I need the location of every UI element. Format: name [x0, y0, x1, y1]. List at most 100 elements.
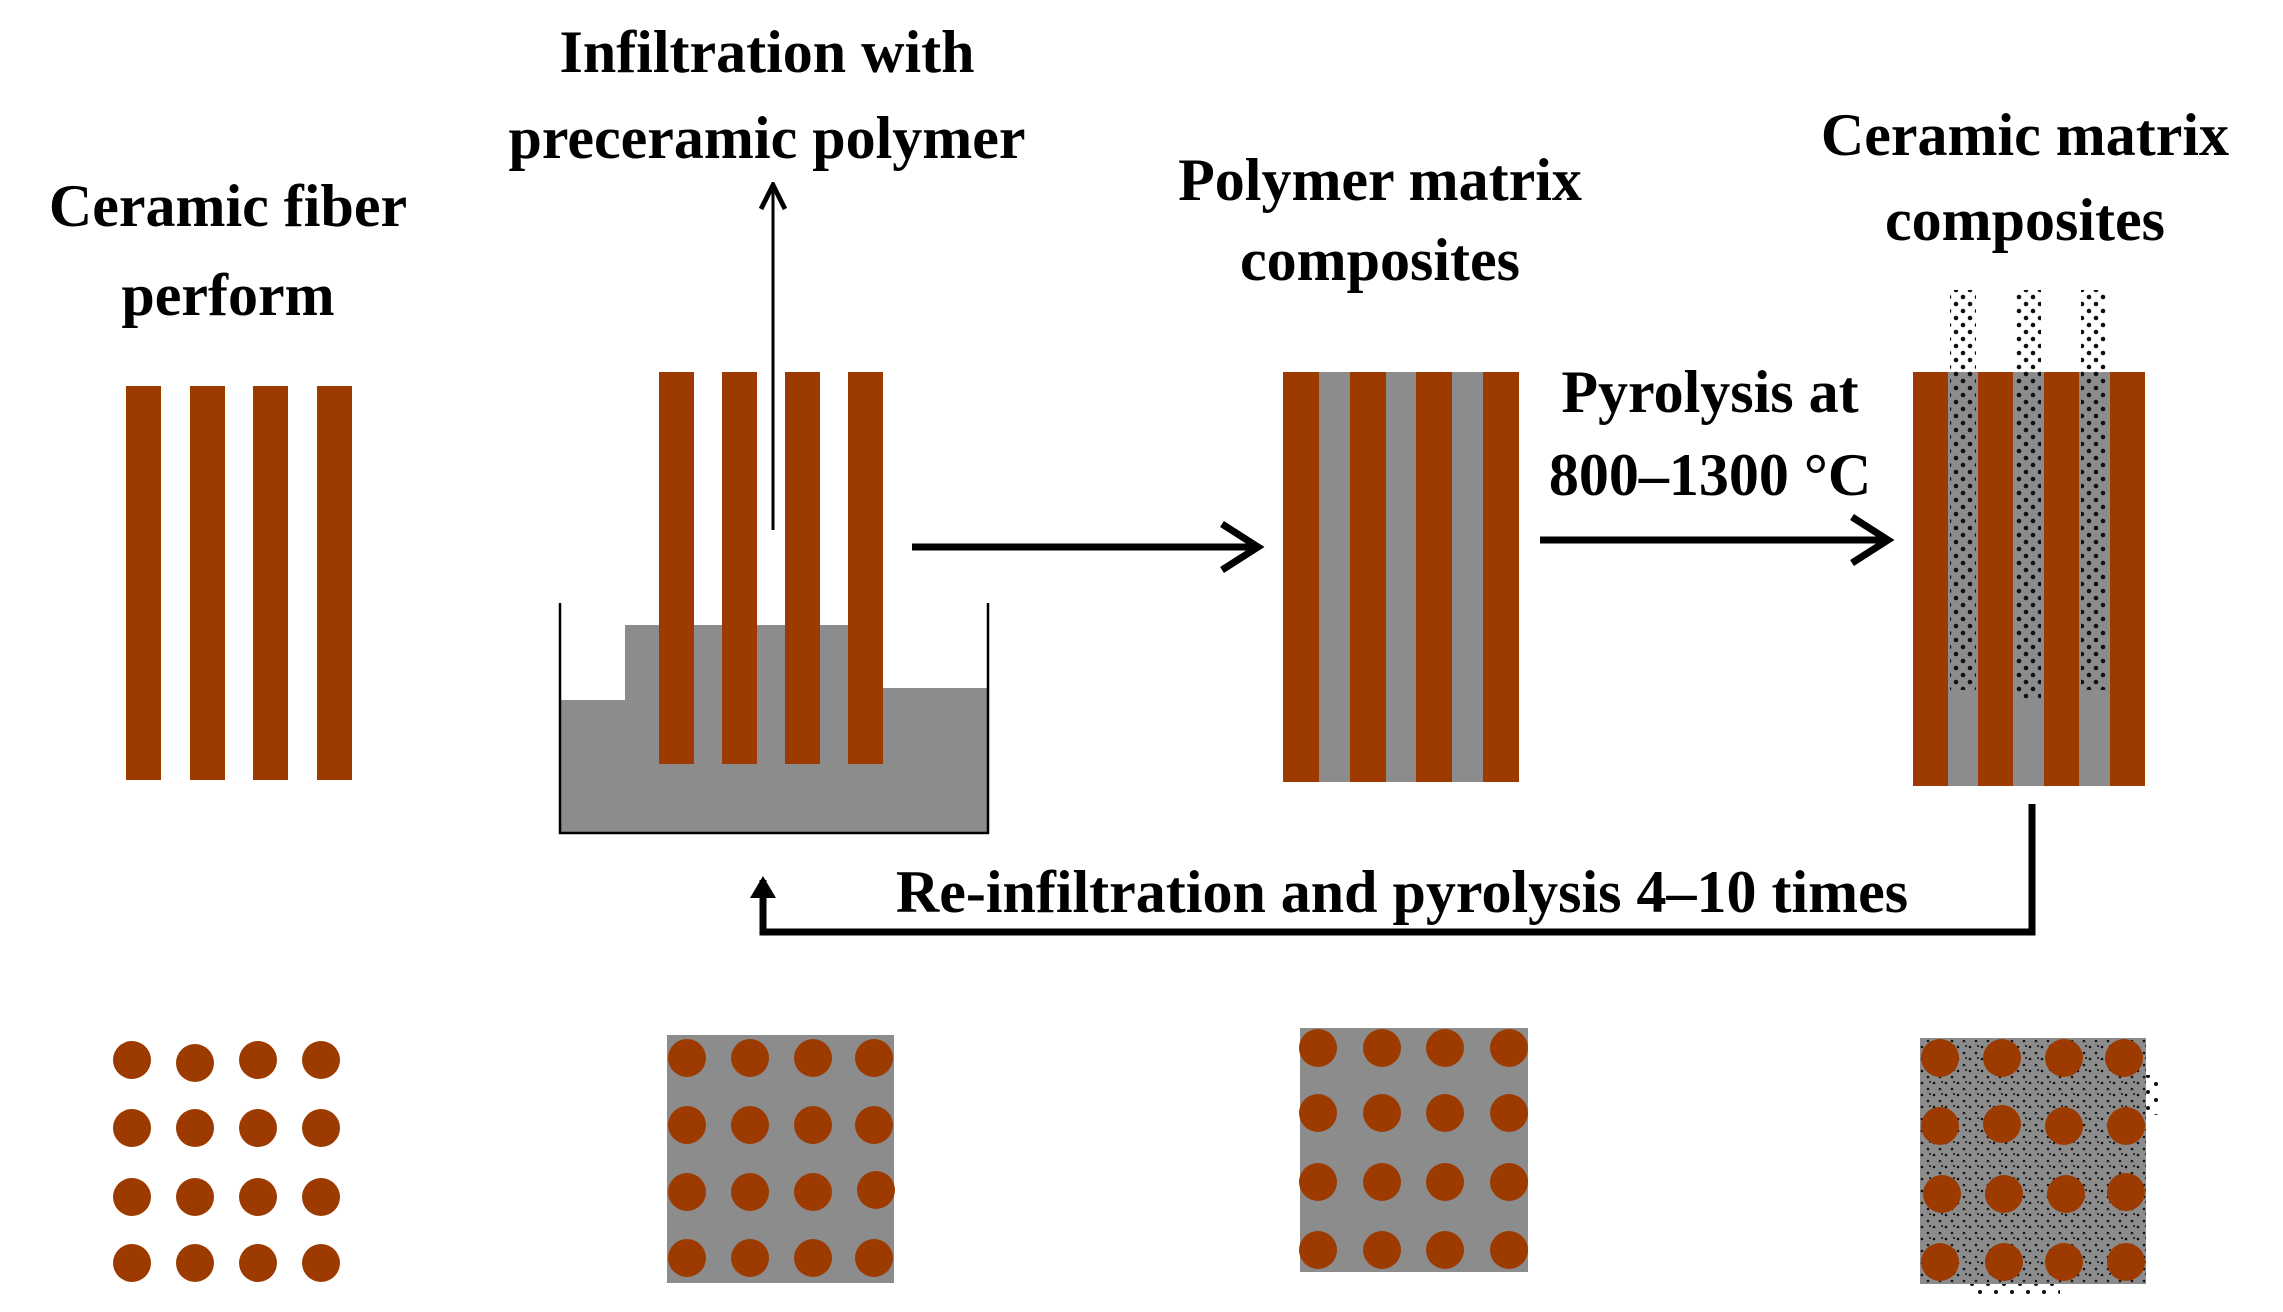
fiber-section [1299, 1029, 1337, 1067]
fiber-section [1490, 1231, 1528, 1269]
fiber [722, 372, 757, 764]
fiber-section [1363, 1029, 1401, 1067]
fiber-section [302, 1244, 340, 1282]
fiber-section [857, 1171, 895, 1209]
fiber-section [1983, 1105, 2021, 1143]
cross-section-pmc [1299, 1028, 1528, 1272]
preform-fibers [126, 386, 352, 780]
fiber-section [176, 1178, 214, 1216]
fiber-section [2107, 1243, 2145, 1281]
fiber-section [1363, 1231, 1401, 1269]
label-preform-line2: perform [121, 262, 334, 328]
fiber [2110, 372, 2145, 786]
fiber [126, 386, 161, 780]
fiber [659, 372, 694, 764]
fiber [1483, 372, 1519, 782]
fiber [1350, 372, 1386, 782]
fiber-section [2045, 1107, 2083, 1145]
fiber-section [668, 1173, 706, 1211]
fiber-section [113, 1041, 151, 1079]
fiber-section [302, 1109, 340, 1147]
fiber-section [668, 1106, 706, 1144]
label-preform-line1: Ceramic fiber [49, 173, 407, 239]
fiber-section [794, 1173, 832, 1211]
fiber-section [176, 1109, 214, 1147]
ceramic-residue-texture [1920, 1038, 2146, 1284]
fiber-section [113, 1244, 151, 1282]
fiber [785, 372, 820, 764]
cross-section-infiltrated [667, 1035, 895, 1283]
fiber-section [1490, 1163, 1528, 1201]
fiber-section [302, 1178, 340, 1216]
fiber [1913, 372, 1948, 786]
label-infiltration-line2: preceramic polymer [508, 105, 1025, 171]
fiber-section [2105, 1039, 2143, 1077]
fiber-section [1921, 1243, 1959, 1281]
fiber-section [1363, 1094, 1401, 1132]
reinfiltration-loop [750, 804, 2036, 936]
label-cmc-line1: Ceramic matrix [1821, 102, 2229, 168]
cross-section-preform [113, 1041, 340, 1282]
fiber [848, 372, 883, 764]
fiber [253, 386, 288, 780]
shrinkage-gap [2081, 290, 2107, 690]
shrinkage-gap [1950, 290, 1976, 690]
fiber [1978, 372, 2013, 786]
ceramic-residue-edge [2146, 1075, 2158, 1115]
label-pyrolysis-line2: 800–1300 °C [1549, 442, 1871, 508]
fiber-section [1985, 1243, 2023, 1281]
fiber-section [731, 1039, 769, 1077]
polymer-matrix [1283, 372, 1519, 782]
label-pmc-line2: composites [1240, 227, 1520, 293]
fiber-section [1490, 1029, 1528, 1067]
fiber-section [1299, 1231, 1337, 1269]
fiber-section [302, 1041, 340, 1079]
fiber-section [113, 1109, 151, 1147]
fiber-section [1363, 1163, 1401, 1201]
fiber-section [855, 1239, 893, 1277]
fiber-section [855, 1039, 893, 1077]
ceramic-residue-edge [1970, 1284, 2060, 1294]
arrow-pyrolysis [1540, 514, 1895, 566]
fiber-section [731, 1173, 769, 1211]
polymer-section [1300, 1028, 1528, 1272]
label-infiltration-line1: Infiltration with [559, 19, 974, 85]
arrow-infiltration-to-pmc [912, 521, 1265, 573]
fiber-section [1921, 1039, 1959, 1077]
fiber [1283, 372, 1319, 782]
cmc-block [1913, 290, 2145, 786]
polymer-liquid [560, 625, 988, 832]
fiber-section [113, 1178, 151, 1216]
fiber [317, 386, 352, 780]
fiber-section [1426, 1163, 1464, 1201]
fiber-section [855, 1106, 893, 1144]
label-cmc-line2: composites [1885, 187, 2165, 253]
fiber-section [1299, 1163, 1337, 1201]
fiber-section [239, 1109, 277, 1147]
fiber-section [1426, 1029, 1464, 1067]
fiber-section [239, 1178, 277, 1216]
container [558, 603, 990, 835]
polymer-section [667, 1035, 894, 1283]
pmc-block [1283, 372, 1519, 782]
fiber-section [2047, 1175, 2085, 1213]
fiber-section [1923, 1175, 1961, 1213]
fiber [190, 386, 225, 780]
fiber-section [668, 1039, 706, 1077]
cross-section-cmc [1920, 1038, 2158, 1294]
fiber [1416, 372, 1452, 782]
fiber [2044, 372, 2079, 786]
label-reinfiltration: Re-infiltration and pyrolysis 4–10 times [896, 859, 1908, 925]
shrinkage-gap [2015, 290, 2041, 700]
fiber-section [1985, 1175, 2023, 1213]
fiber-section [2045, 1243, 2083, 1281]
fiber-section [1299, 1094, 1337, 1132]
fiber-section [239, 1041, 277, 1079]
fiber-section [2107, 1107, 2145, 1145]
fiber-section [668, 1239, 706, 1277]
fiber-section [176, 1044, 214, 1082]
fiber-section [1983, 1039, 2021, 1077]
fiber-section [176, 1244, 214, 1282]
fiber-section [1426, 1231, 1464, 1269]
